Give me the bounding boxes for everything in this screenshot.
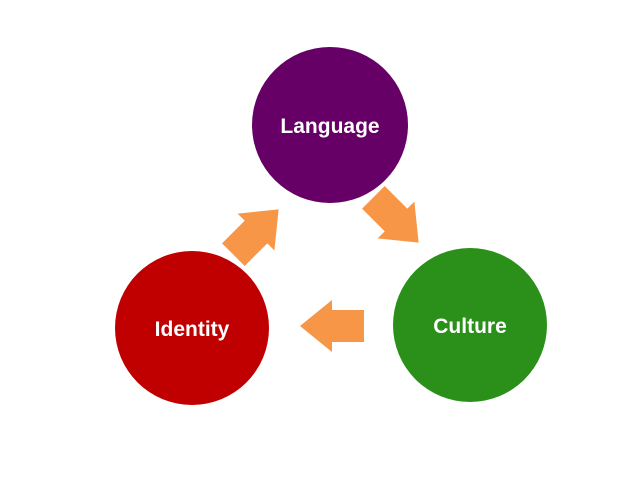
node-label-identity: Identity — [155, 318, 230, 341]
arrow-identity-to-language — [222, 209, 279, 266]
node-culture: Culture — [393, 248, 547, 402]
node-label-language: Language — [280, 115, 379, 138]
arrow-culture-to-identity — [300, 300, 364, 352]
arrow-language-to-culture — [362, 186, 419, 243]
node-label-culture: Culture — [433, 315, 507, 338]
node-identity: Identity — [115, 251, 269, 405]
node-language: Language — [252, 47, 408, 203]
